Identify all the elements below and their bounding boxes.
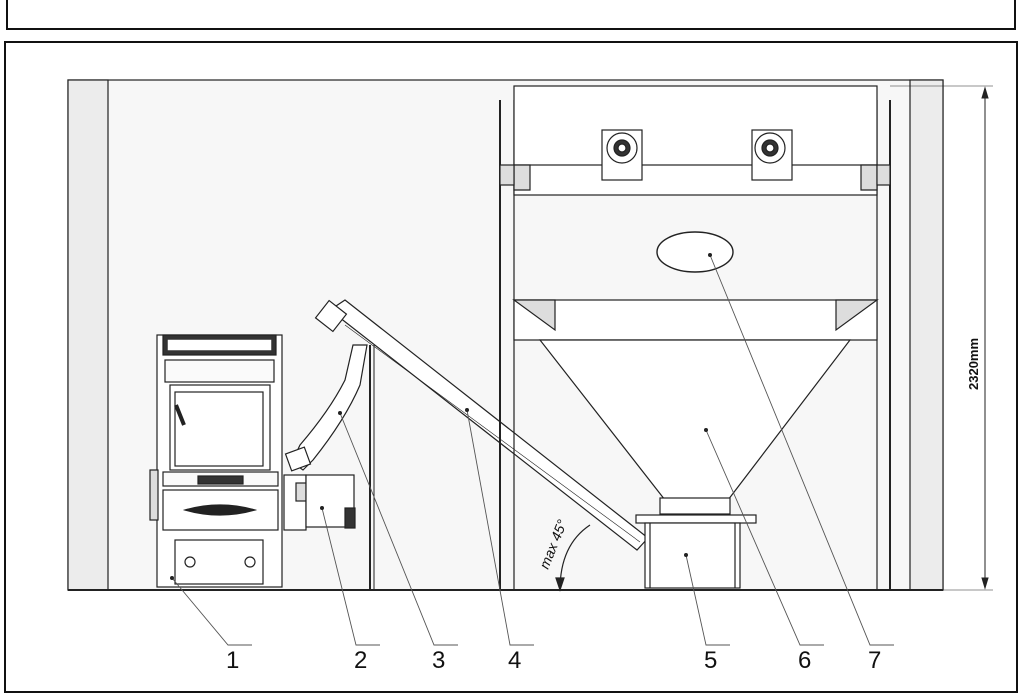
callout-7: 7 bbox=[868, 647, 881, 674]
callout-2: 2 bbox=[354, 647, 367, 674]
callout-5: 5 bbox=[704, 647, 717, 674]
dimension-label: 2320mm bbox=[966, 338, 981, 390]
callout-3: 3 bbox=[432, 647, 445, 674]
callout-4: 4 bbox=[508, 647, 521, 674]
flexible-tube bbox=[284, 344, 368, 472]
boiler bbox=[149, 334, 283, 588]
leader-dots bbox=[170, 253, 712, 580]
inspection-window bbox=[656, 231, 734, 273]
feed-box bbox=[635, 514, 757, 589]
auger-feeder bbox=[314, 299, 649, 590]
callout-6: 6 bbox=[798, 647, 811, 674]
angle-marker bbox=[555, 524, 591, 592]
burner bbox=[283, 474, 356, 531]
leader-lines bbox=[171, 254, 894, 646]
height-dimension bbox=[890, 85, 993, 591]
header-box bbox=[6, 0, 1016, 30]
diagram-frame bbox=[4, 41, 1018, 693]
silo-hopper bbox=[538, 339, 852, 515]
lifting-eyes bbox=[601, 129, 793, 181]
silo-frame bbox=[499, 85, 891, 590]
callout-1: 1 bbox=[226, 647, 239, 674]
